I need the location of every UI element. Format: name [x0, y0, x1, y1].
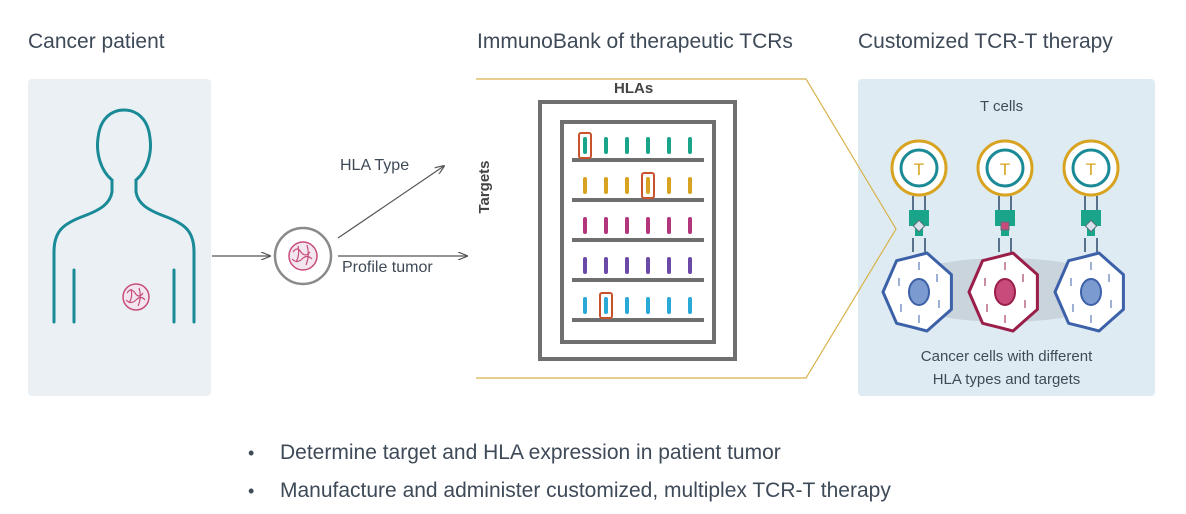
therapy-panel	[858, 79, 1155, 396]
grid-mark	[646, 217, 650, 234]
heading-cancer-patient: Cancer patient	[28, 30, 165, 53]
tcell-nucleus	[899, 148, 939, 188]
patient-tumor-icon	[122, 283, 150, 311]
tcell-nucleus	[1071, 148, 1111, 188]
grid-mark	[604, 137, 608, 154]
tcr-receptor	[909, 210, 929, 226]
hla-target-grid-inner	[560, 120, 716, 344]
grid-mark	[646, 257, 650, 274]
grid-mark	[625, 137, 629, 154]
patient-silhouette	[52, 108, 196, 324]
grid-mark	[688, 217, 692, 234]
grid-highlight-box	[578, 132, 592, 159]
grid-mark	[625, 257, 629, 274]
grid-mark	[688, 137, 692, 154]
tcell-glyph: T	[1086, 160, 1096, 179]
antigen-peptide	[912, 219, 926, 233]
cancer-cell-nucleus	[908, 278, 930, 306]
grid-mark	[604, 217, 608, 234]
grid-mark	[667, 217, 671, 234]
grid-highlight-box	[599, 292, 613, 319]
bullet-item: •Determine target and HLA expression in …	[248, 438, 891, 476]
patient-panel	[28, 79, 211, 396]
bullet-list: •Determine target and HLA expression in …	[248, 438, 891, 514]
hla-type-label: HLA Type	[340, 157, 410, 174]
tcr-receptor	[1081, 210, 1101, 226]
tcell-glyph: T	[914, 160, 924, 179]
grid-mark	[583, 137, 587, 154]
grid-mark	[625, 297, 629, 314]
grid-mark	[646, 137, 650, 154]
grid-mark	[625, 177, 629, 194]
grid-mark	[667, 297, 671, 314]
grid-mark	[646, 177, 650, 194]
grid-rows	[572, 132, 704, 322]
tcells-label: T cells	[980, 98, 1024, 115]
arrow-hla-type	[337, 166, 444, 239]
cancer-cells-label-line1: Cancer cells with different	[920, 348, 1093, 365]
grid-mark	[604, 177, 608, 194]
cancer-cells-label-line2: HLA types and targets	[932, 371, 1081, 388]
immunobank-outline	[476, 78, 897, 379]
hla-target-grid-frame	[538, 100, 737, 361]
grid-mark	[667, 257, 671, 274]
profile-tumor-label: Profile tumor	[342, 259, 433, 276]
grid-mark	[583, 217, 587, 234]
tcr-receptor	[995, 210, 1015, 226]
grid-mark	[583, 257, 587, 274]
heading-immunobank: ImmunoBank of therapeutic TCRs	[477, 30, 793, 53]
grid-mark	[583, 177, 587, 194]
grid-mark	[688, 177, 692, 194]
grid-mark	[688, 297, 692, 314]
grid-mark	[667, 177, 671, 194]
grid-mark	[646, 297, 650, 314]
cancer-cell-nucleus	[1080, 278, 1102, 306]
bullet-dot: •	[248, 443, 255, 463]
antigen-peptide	[1084, 219, 1098, 233]
tcr-receptor-tip	[1001, 226, 1009, 236]
tcell-nucleus	[985, 148, 1025, 188]
bullet-dot: •	[248, 481, 255, 501]
grid-mark	[604, 257, 608, 274]
antigen-peptide	[1000, 221, 1010, 231]
tcell-glyph: T	[1000, 160, 1010, 179]
grid-mark	[604, 297, 608, 314]
grid-mark	[688, 257, 692, 274]
grid-mark	[625, 217, 629, 234]
cancer-cell-nucleus	[994, 278, 1016, 306]
bullet-item: •Manufacture and administer customized, …	[248, 476, 891, 514]
grid-column-label: HLAs	[614, 80, 654, 97]
grid-mark	[667, 137, 671, 154]
grid-highlight-box	[641, 172, 655, 199]
heading-customized-therapy: Customized TCR-T therapy	[858, 30, 1113, 53]
grid-row-label: Targets	[476, 160, 493, 214]
grid-mark	[583, 297, 587, 314]
tumor-sample-icon	[273, 226, 333, 286]
